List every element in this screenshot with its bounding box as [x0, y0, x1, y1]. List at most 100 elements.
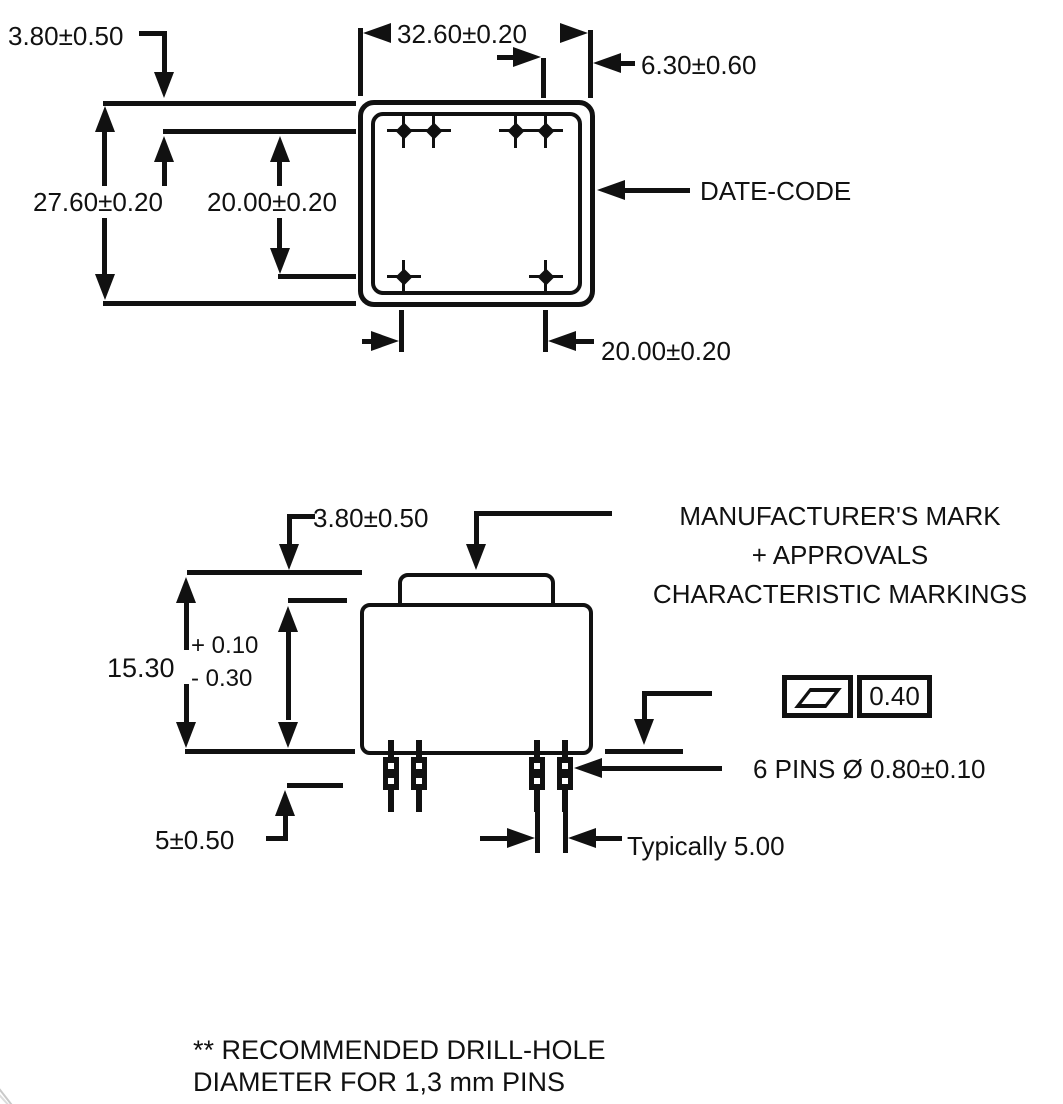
- dimension-line: [184, 601, 189, 650]
- extension-line-pin: [563, 810, 568, 853]
- leader-line: [600, 766, 722, 771]
- extension-line-pin-column: [541, 58, 546, 98]
- dim-height-tol-minus: - 0.30: [191, 665, 253, 692]
- pin-marker: [529, 114, 563, 148]
- flatness-value-cell: 0.40: [857, 675, 932, 718]
- leader-line: [283, 814, 288, 841]
- dimension-line: [480, 836, 508, 841]
- dim-pin-pitch-label: Typically 5.00: [627, 831, 785, 861]
- markings-note-line2: + APPROVALS: [751, 540, 929, 570]
- dimension-line: [621, 61, 635, 66]
- date-code-label: DATE-CODE: [700, 176, 852, 206]
- markings-note-line3: CHARACTERISTIC MARKINGS: [652, 579, 1028, 609]
- extension-line-top-edge: [103, 101, 356, 106]
- pin: [557, 740, 573, 812]
- pin: [383, 740, 399, 812]
- arrow-left-icon: [597, 180, 625, 200]
- pin-marker: [387, 114, 421, 148]
- dim-pin-col-label: 20.00±0.20: [601, 336, 731, 366]
- pin: [411, 740, 427, 812]
- dim-height-value: 15.30: [107, 653, 175, 683]
- dim-pin-length-label: 5±0.50: [155, 825, 235, 855]
- arrow-down-icon: [634, 719, 654, 745]
- dim-height-label: 27.60±0.20: [33, 187, 163, 217]
- leader-line: [266, 836, 286, 841]
- leader-line: [642, 691, 647, 721]
- dimension-line: [286, 630, 291, 720]
- footnote-line1: ** RECOMMENDED DRILL-HOLE: [193, 1035, 606, 1065]
- leader-line: [474, 511, 612, 516]
- arrow-right-icon: [513, 47, 541, 67]
- extension-line-lid-top: [187, 570, 362, 575]
- arrow-left-icon: [548, 331, 576, 351]
- dimension-line: [162, 160, 167, 186]
- dimension-line: [277, 218, 282, 248]
- arrow-right-icon: [507, 828, 535, 848]
- arrow-left-icon: [363, 23, 391, 43]
- extension-line-seating-plane: [185, 749, 355, 754]
- flatness-value: 0.40: [869, 681, 920, 711]
- package-lid: [398, 573, 555, 607]
- footnote: ** RECOMMENDED DRILL-HOLE DIAMETER FOR 1…: [193, 1034, 606, 1098]
- extension-line-pin-end: [287, 783, 343, 788]
- extension-line-bottom-edge: [103, 301, 356, 306]
- extension-line-pin-row-top: [163, 129, 356, 134]
- arrow-down-icon: [279, 544, 299, 570]
- arrow-down-icon: [154, 72, 174, 98]
- arrow-right-icon: [371, 331, 399, 351]
- dimension-line: [184, 684, 189, 722]
- pin-marker: [387, 260, 421, 294]
- leader-line: [474, 511, 479, 546]
- arrow-down-icon: [95, 274, 115, 300]
- leader-line: [625, 188, 690, 193]
- arrow-up-icon: [154, 136, 174, 162]
- extension-line-pin: [535, 810, 540, 853]
- dim-pin-row-label: 20.00±0.20: [207, 187, 337, 217]
- dimension-line: [362, 339, 374, 344]
- dim-edge-to-pin-label: 6.30±0.60: [641, 50, 757, 80]
- pin-marker: [417, 114, 451, 148]
- leader-line: [162, 31, 167, 74]
- arrow-left-icon: [593, 53, 621, 73]
- dim-lid-label: 3.80±0.50: [313, 503, 429, 533]
- arrow-up-icon: [275, 790, 295, 816]
- arrow-up-icon: [176, 577, 196, 603]
- dimension-line: [277, 160, 282, 186]
- arrow-down-icon: [270, 248, 290, 274]
- arrow-down-icon: [278, 722, 298, 748]
- pin-marker: [529, 260, 563, 294]
- extension-line-pin-column: [543, 310, 548, 352]
- dim-width-label: 32.60±0.20: [397, 19, 527, 49]
- arrow-right-icon: [560, 23, 588, 43]
- arrow-up-icon: [95, 106, 115, 132]
- package-body: [360, 603, 593, 755]
- leader-line: [287, 514, 292, 546]
- dimension-line: [102, 218, 107, 274]
- arrow-left-icon: [574, 758, 602, 778]
- dimension-line: [497, 55, 515, 60]
- footnote-line2: DIAMETER FOR 1,3 mm PINS: [193, 1067, 566, 1097]
- leader-line: [290, 514, 315, 519]
- pin-marker: [499, 114, 533, 148]
- extension-line-pin-column: [399, 310, 404, 352]
- arrow-up-icon: [270, 136, 290, 162]
- seating-plane-line: [605, 749, 683, 754]
- dim-lead-label: 3.80±0.50: [8, 21, 124, 51]
- arrow-down-icon: [466, 544, 486, 570]
- arrow-down-icon: [176, 722, 196, 748]
- markings-note: MANUFACTURER'S MARK + APPROVALS CHARACTE…: [620, 497, 1060, 614]
- extension-line-left-edge: [358, 28, 363, 96]
- leader-line: [139, 31, 167, 36]
- arrow-up-icon: [278, 606, 298, 632]
- pin: [529, 740, 545, 812]
- dimension-line: [102, 130, 107, 186]
- leader-line: [642, 691, 712, 696]
- dim-height-tol-plus: + 0.10: [191, 632, 259, 659]
- pins-note-label: 6 PINS Ø 0.80±0.10: [753, 754, 986, 784]
- dimension-line: [596, 836, 622, 841]
- extension-line-pin-row-bottom: [278, 274, 356, 279]
- extension-line-body-top: [288, 598, 347, 603]
- extension-line-right-edge: [588, 30, 593, 98]
- markings-note-line1: MANUFACTURER'S MARK: [679, 501, 1001, 531]
